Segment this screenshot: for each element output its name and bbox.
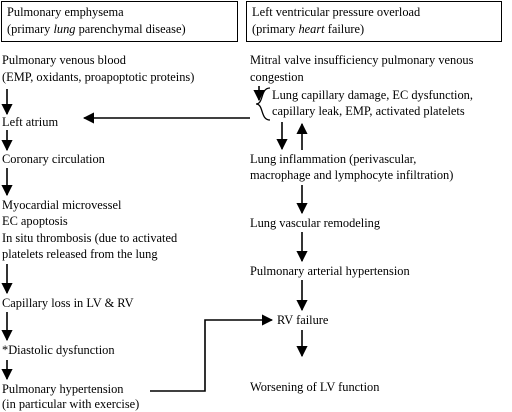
right-header-line2-emphasis: heart: [298, 22, 325, 36]
node-myocardial-line2: EC apoptosis: [2, 214, 68, 228]
node-vascular-remodeling: Lung vascular remodeling: [250, 216, 381, 230]
node-coronary-circulation: Coronary circulation: [2, 152, 105, 166]
node-capillary-damage-line2: capillary leak, EMP, activated platelets: [272, 104, 465, 118]
node-myocardial-line4: platelets released from the lung: [2, 247, 158, 261]
left-header-line2-pre: (primary: [7, 22, 54, 36]
node-capillary-loss: Capillary loss in LV & RV: [2, 296, 134, 310]
node-mitral-line1: Mitral valve insufficiency pulmonary ven…: [250, 53, 474, 67]
node-rv-failure: RV failure: [277, 313, 329, 327]
node-venous-blood-line2: (EMP, oxidants, proapoptotic proteins): [2, 70, 195, 84]
node-pulmonary-arterial-hypertension: Pulmonary arterial hypertension: [250, 264, 410, 278]
node-diastolic-dysfunction: *Diastolic dysfunction: [2, 343, 115, 357]
node-venous-blood-line1: Pulmonary venous blood: [2, 53, 126, 67]
brace-capillary-damage: [255, 87, 271, 121]
right-header-line2-pre: (primary: [252, 22, 299, 36]
node-pulmonary-hypertension-line2: (in particular with exercise): [2, 397, 140, 411]
left-header-line2-emphasis: lung: [53, 22, 76, 36]
node-worsening-lv: Worsening of LV function: [250, 380, 380, 394]
right-header-box: [246, 1, 502, 42]
node-inflammation-line1: Lung inflammation (perivascular,: [250, 152, 417, 166]
right-header-line2: (primary heart failure): [252, 22, 364, 36]
node-pulmonary-hypertension-line1: Pulmonary hypertension: [2, 382, 124, 396]
node-left-atrium: Left atrium: [2, 115, 59, 129]
node-inflammation-line2: macrophage and lymphocyte infiltration): [250, 168, 454, 182]
left-header-box: [1, 1, 238, 42]
left-header-line1: Pulmonary emphysema: [7, 5, 124, 19]
right-header-line2-post: failure): [324, 22, 365, 36]
arrow-pulm-htn-to-rv-failure: [150, 314, 274, 392]
left-header-line2-post: parenchymal disease): [75, 22, 186, 36]
left-header-line2: (primary lung parenchymal disease): [7, 22, 186, 36]
right-header-line1: Left ventricular pressure overload: [252, 5, 421, 19]
node-mitral-line2: congestion: [250, 70, 304, 84]
node-myocardial-line3: In situ thrombosis (due to activated: [2, 231, 178, 245]
node-capillary-damage-line1: Lung capillary damage, EC dysfunction,: [272, 88, 473, 102]
node-myocardial-line1: Myocardial microvessel: [2, 198, 122, 212]
